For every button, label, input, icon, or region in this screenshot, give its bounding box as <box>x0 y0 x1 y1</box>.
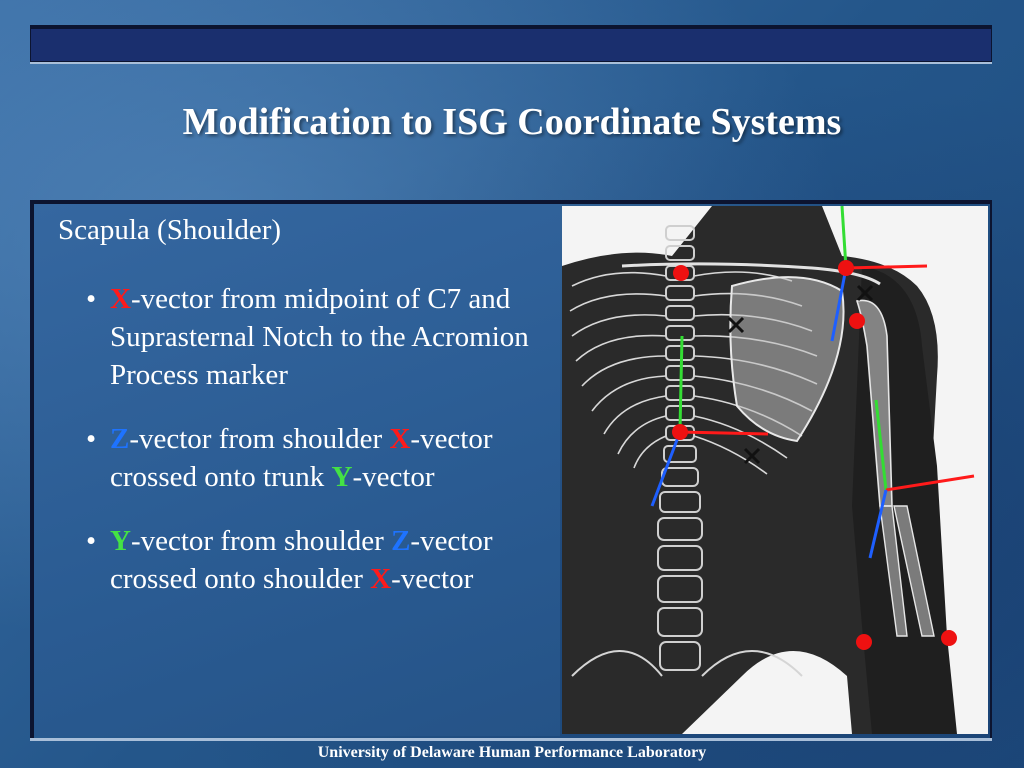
wrist-marker-medial <box>856 634 872 650</box>
pelvis-outline <box>571 650 803 677</box>
trunk-z-vector <box>650 431 682 507</box>
bullet-text: -vector crossed onto shoulder <box>110 525 493 595</box>
shoulder-z-vector <box>830 267 848 342</box>
torso-silhouette <box>562 206 938 734</box>
scapula-outline <box>729 276 845 443</box>
x-vector-label: X <box>389 423 411 455</box>
wrist-marker-lateral <box>941 630 957 646</box>
clavicle-outline <box>621 262 881 286</box>
bullet-text: -vector from midpoint of C7 and Supraste… <box>110 283 529 391</box>
back-anatomy-illustration <box>562 205 975 734</box>
x-vector-label: X <box>110 283 131 315</box>
y-vector-label: Y <box>331 461 353 493</box>
section-heading: Scapula (Shoulder) <box>58 214 282 246</box>
trunk-y-vector <box>678 335 684 431</box>
bullet-text: -vector crossed onto trunk <box>110 423 493 493</box>
bullet-text: -vector from shoulder <box>129 423 390 455</box>
bullet-list: •X-vector from midpoint of C7 and Supras… <box>86 280 556 624</box>
bullet-dot: • <box>86 525 97 557</box>
bullet-text: -vector from shoulder <box>130 525 392 557</box>
shoulder-marker <box>849 313 865 329</box>
elbow-z-vector <box>868 489 888 559</box>
elbow-x-vector <box>885 474 975 492</box>
footer-credit: University of Delaware Human Performance… <box>317 744 707 761</box>
bullet-dot: • <box>86 423 97 455</box>
bullet-dot: • <box>86 283 97 315</box>
bullet-text: -vector <box>391 563 474 595</box>
trunk-x-vector <box>679 430 769 436</box>
content-frame <box>30 200 992 738</box>
cross-marker-scapula <box>727 316 745 334</box>
y-vector-label: Y <box>110 525 131 557</box>
z-vector-label: Z <box>391 525 411 557</box>
bullet-item: • X-vector from midpoint of C7 and Supras… <box>86 280 556 394</box>
forearm-bones <box>879 505 935 637</box>
shoulder-y-vector <box>840 205 848 269</box>
z-vector-label: Z <box>110 423 130 455</box>
top-decorative-bar <box>30 25 992 62</box>
trunk-origin-marker <box>672 424 688 440</box>
slide-title: Modification to ISG Coordinate Systems <box>182 101 842 143</box>
bullet-item: • Z-vector from shoulder X-vector crossed… <box>86 420 556 496</box>
cross-marker-acromion <box>856 284 874 302</box>
bullet-text: -vector <box>352 461 435 493</box>
cross-marker-inferior-angle <box>743 447 761 465</box>
c7-marker <box>673 265 689 281</box>
elbow-y-vector <box>874 399 888 491</box>
x-vector-label: X <box>370 563 392 595</box>
bullet-item: • Y-vector from shoulder Z-vector crossed… <box>86 522 556 598</box>
text-panel <box>34 204 560 736</box>
shoulder-x-vector <box>845 264 928 270</box>
anatomy-figure <box>562 205 988 734</box>
acromion-marker <box>838 260 854 276</box>
